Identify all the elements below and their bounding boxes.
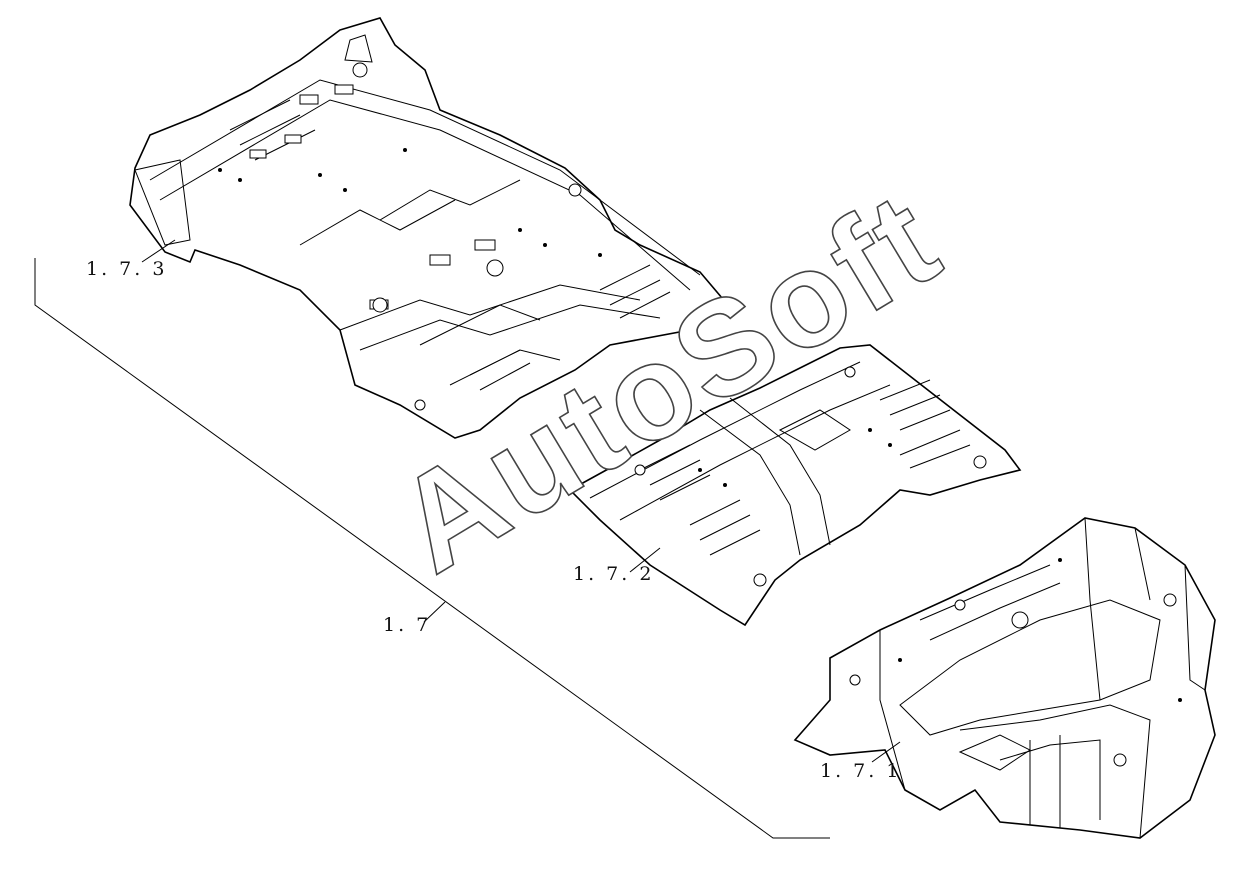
leader-1-7	[423, 601, 446, 623]
front-floor-pan	[568, 344, 1022, 627]
assembly-label: 1. 7	[383, 614, 432, 636]
part-label-front-compartment: 1. 7. 1	[820, 760, 902, 782]
leader-1-7-3	[141, 239, 176, 263]
front-compartment-frame	[793, 517, 1216, 839]
part-label-rear-floor: 1. 7. 3	[86, 258, 168, 280]
leader-1-7-2	[629, 547, 661, 573]
part-label-front-floor: 1. 7. 2	[573, 563, 655, 585]
assembly-bracket-line	[34, 258, 830, 839]
leader-1-7-1	[871, 741, 901, 763]
rear-floor-pan	[129, 17, 724, 439]
